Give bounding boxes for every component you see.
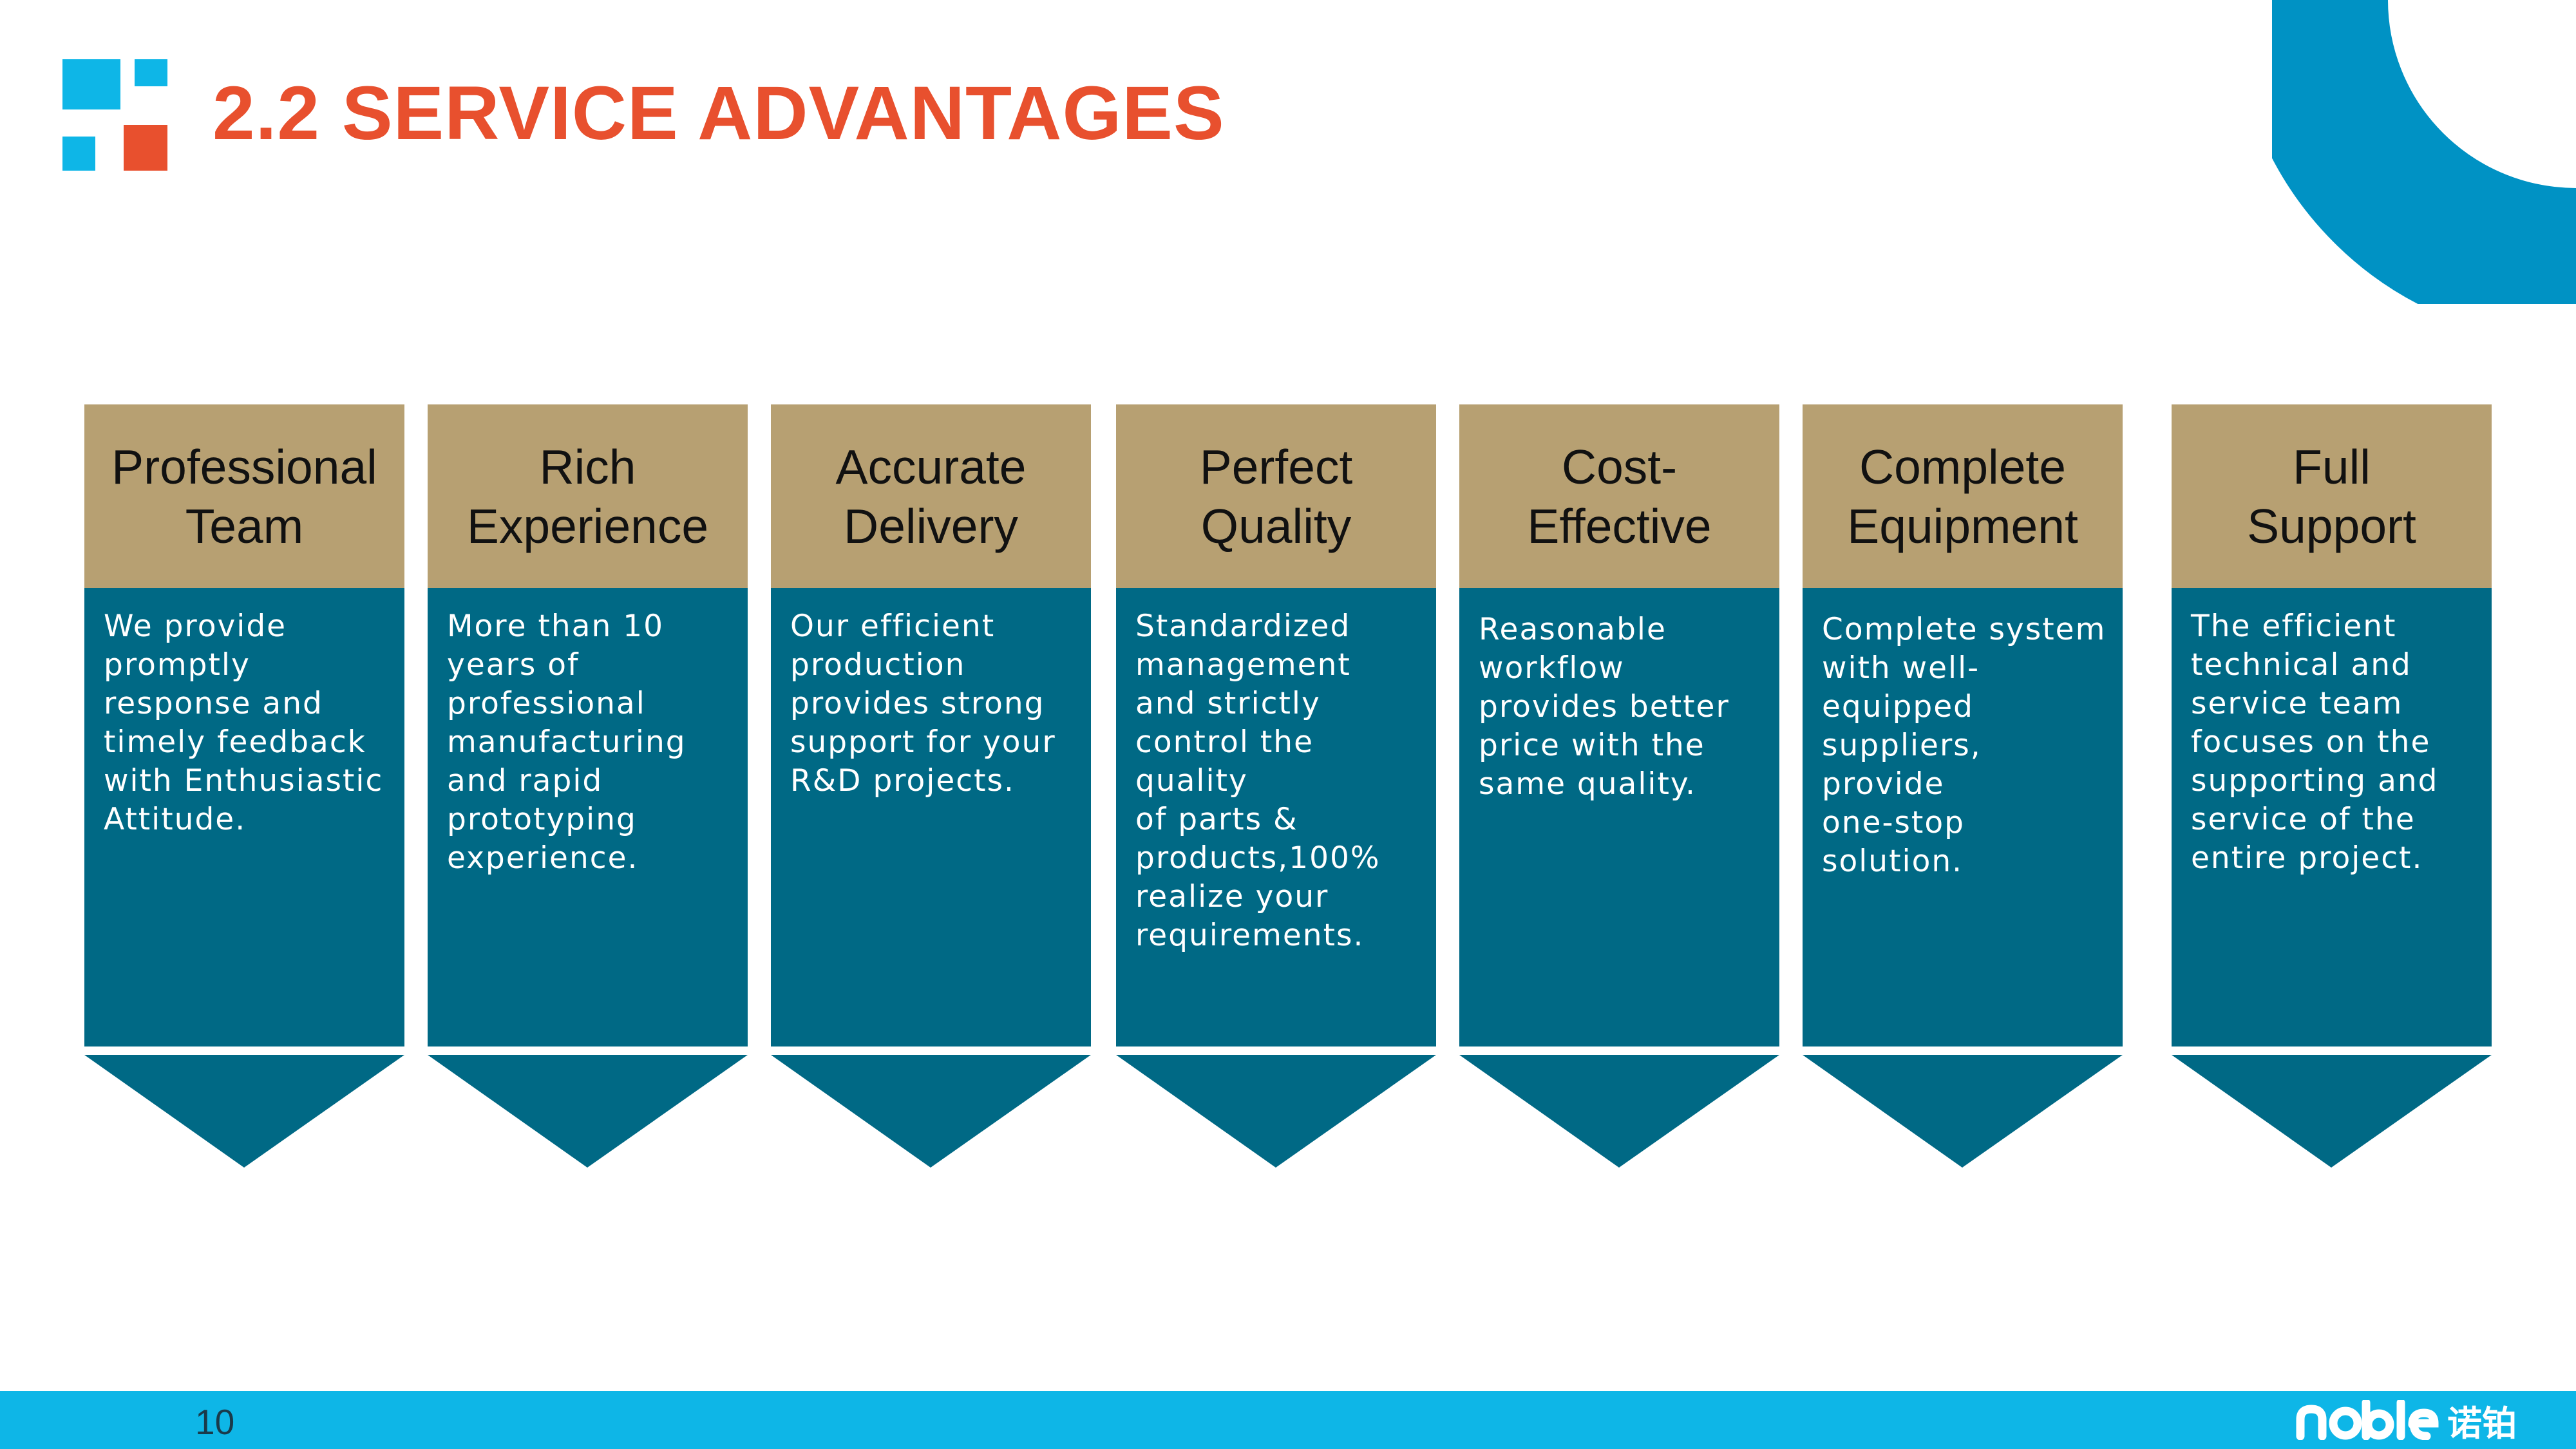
card-body: The efficient technical and service team… xyxy=(2172,588,2492,1046)
chevron-down-icon xyxy=(84,1055,404,1168)
card-header: Rich Experience xyxy=(428,404,748,588)
brand-chinese-name: 诺铂 xyxy=(2447,1403,2517,1444)
card-description: We provide promptly response and timely … xyxy=(104,609,384,837)
chevron-down-icon xyxy=(2172,1055,2492,1168)
card-body: Standardized management and strictly con… xyxy=(1116,588,1436,1046)
card-description: The efficient technical and service team… xyxy=(2191,609,2439,876)
card-header: Cost- Effective xyxy=(1459,404,1779,588)
card-body: We provide promptly response and timely … xyxy=(84,588,404,1046)
advantage-card-rich-experience: Rich Experience More than 10 years of pr… xyxy=(428,404,748,1168)
footer-bar: 10 noble 诺铂 xyxy=(0,1391,2576,1449)
advantage-card-complete-equipment: Complete Equipment Complete system with … xyxy=(1803,404,2123,1168)
brand-logo: noble 诺铂 xyxy=(2294,1400,2517,1444)
chevron-down-icon xyxy=(1116,1055,1436,1168)
chevron-down-icon xyxy=(1803,1055,2123,1168)
card-heading: Perfect Quality xyxy=(1199,439,1353,553)
card-header: Professional Team xyxy=(84,404,404,588)
card-body: Our efficient production provides strong… xyxy=(771,588,1091,1046)
card-header: Complete Equipment xyxy=(1803,404,2123,588)
card-description: More than 10 years of professional manuf… xyxy=(447,609,687,876)
noble-logo-icon: noble xyxy=(2294,1400,2439,1440)
card-body: Complete system with well-equipped suppl… xyxy=(1803,588,2123,1046)
card-description: Reasonable workflow provides better pric… xyxy=(1479,612,1730,802)
card-description: Our efficient production provides strong… xyxy=(790,609,1056,799)
chevron-down-icon xyxy=(1459,1055,1779,1168)
card-heading: Complete Equipment xyxy=(1847,439,2078,553)
chevron-down-icon xyxy=(771,1055,1091,1168)
card-description: Complete system with well-equipped suppl… xyxy=(1822,612,2107,879)
card-heading: Rich Experience xyxy=(466,439,709,553)
card-header: Perfect Quality xyxy=(1116,404,1436,588)
card-heading: Professional Team xyxy=(111,439,377,553)
card-body: More than 10 years of professional manuf… xyxy=(428,588,748,1046)
decorative-arc xyxy=(2272,0,2576,304)
advantage-card-perfect-quality: Perfect Quality Standardized management … xyxy=(1116,404,1436,1168)
card-header: Full Support xyxy=(2172,404,2492,588)
advantage-card-cost-effective: Cost- Effective Reasonable workflow prov… xyxy=(1459,404,1779,1168)
card-heading: Full Support xyxy=(2247,439,2416,553)
advantage-card-full-support: Full Support The efficient technical and… xyxy=(2172,404,2492,1168)
brand-latin: noble xyxy=(2294,1438,2296,1439)
advantage-card-professional-team: Professional Team We provide promptly re… xyxy=(84,404,404,1168)
page-title: 2.2 SERVICE ADVANTAGES xyxy=(213,71,1225,156)
advantage-card-accurate-delivery: Accurate Delivery Our efficient producti… xyxy=(771,404,1091,1168)
card-body: Reasonable workflow provides better pric… xyxy=(1459,588,1779,1046)
card-heading: Cost- Effective xyxy=(1527,439,1712,553)
page-number: 10 xyxy=(195,1402,235,1442)
card-header: Accurate Delivery xyxy=(771,404,1091,588)
card-heading: Accurate Delivery xyxy=(835,439,1027,553)
chevron-down-icon xyxy=(428,1055,748,1168)
logo-mark-icon xyxy=(62,59,167,171)
card-description: Standardized management and strictly con… xyxy=(1135,609,1381,953)
